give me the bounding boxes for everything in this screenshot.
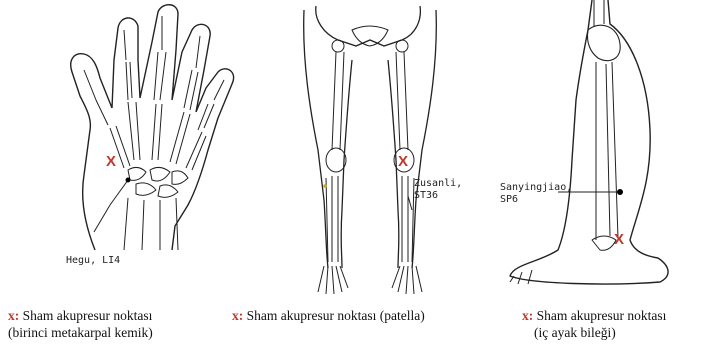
point-label-zusanli: Zusanli, ST36 (414, 178, 462, 202)
hand-skeleton-drawing (0, 0, 250, 290)
caption-patella-prefix: x: (232, 308, 243, 323)
point-label-sanyingjiao-code: SP6 (500, 194, 572, 206)
caption-ankle-line1: x: Sham akupresur noktası (522, 307, 707, 324)
sham-mark-patella: X (398, 153, 408, 170)
leg-side-figure: X Sanyingjiao, SP6 (500, 0, 710, 300)
caption-ankle-prefix: x: (522, 308, 533, 323)
sham-mark-ankle: X (614, 231, 624, 248)
caption-patella-text: Sham akupresur noktası (patella) (247, 308, 425, 323)
caption-ankle: x: Sham akupresur noktası (iç ayak bileğ… (522, 307, 707, 341)
caption-hand-prefix: x: (8, 308, 19, 323)
caption-hand: x: Sham akupresur noktası (birinci metak… (8, 307, 238, 341)
point-label-zusanli-code: ST36 (414, 190, 462, 202)
point-label-sanyingjiao-name: Sanyingjiao, (500, 182, 572, 194)
point-label-zusanli-name: Zusanli, (414, 178, 462, 190)
caption-patella: x: Sham akupresur noktası (patella) (232, 307, 502, 324)
caption-hand-line1: x: Sham akupresur noktası (8, 307, 238, 324)
sham-mark-hand: X (106, 153, 116, 170)
hand-figure: X Hegu, LI4 (0, 0, 250, 290)
caption-ankle-text: Sham akupresur noktası (537, 308, 667, 323)
point-label-sanyingjiao: Sanyingjiao, SP6 (500, 182, 572, 206)
leg-side-drawing (500, 0, 710, 300)
caption-hand-line2: (birinci metakarpal kemik) (8, 324, 238, 341)
caption-hand-text: Sham akupresur noktası (23, 308, 153, 323)
legs-skeleton-drawing (290, 0, 470, 300)
legs-front-figure: X Zusanli, ST36 (290, 0, 470, 300)
point-label-hegu: Hegu, LI4 (66, 255, 120, 267)
caption-ankle-line2: (iç ayak bileği) (522, 324, 707, 341)
